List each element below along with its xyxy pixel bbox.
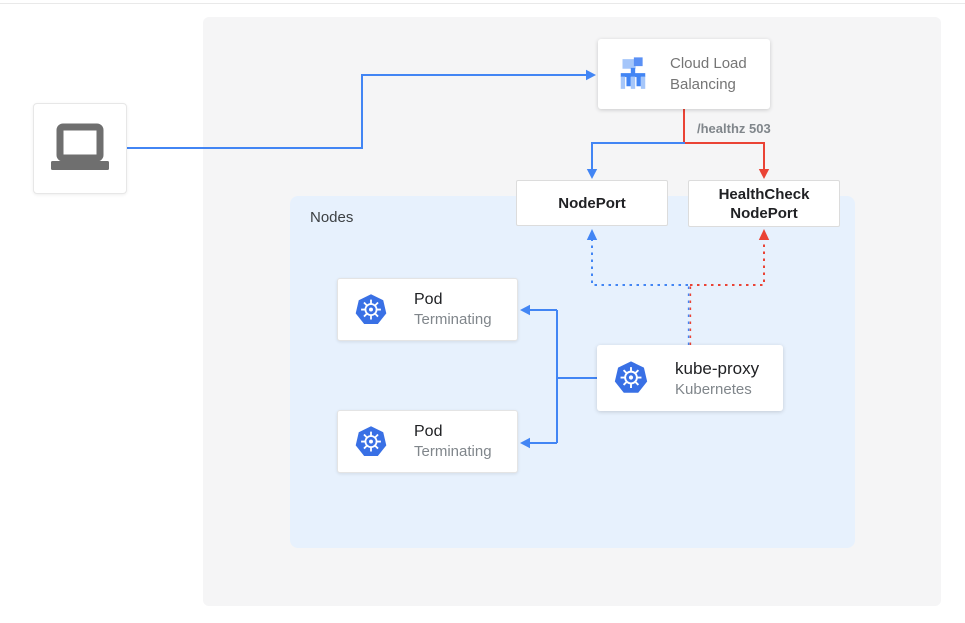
pod-status: Terminating (414, 443, 492, 460)
kubernetes-icon (614, 361, 648, 393)
nodeport-node: NodePort (516, 180, 668, 226)
pod-title: Pod (414, 291, 443, 308)
nodes-label: Nodes (310, 209, 354, 226)
pod-2-node: Pod Terminating (337, 410, 518, 473)
cloud-load-balancing-icon (620, 57, 646, 89)
top-divider (0, 3, 965, 4)
pod-1-node: Pod Terminating (337, 278, 518, 341)
pod-title: Pod (414, 423, 443, 440)
kube-proxy-subtitle: Kubernetes (675, 380, 752, 398)
load-balancer-label: Cloud Load Balancing (670, 55, 747, 93)
kubernetes-icon (355, 425, 387, 456)
laptop-icon (51, 123, 109, 170)
client-node (33, 103, 127, 194)
healthcheck-nodeport-node: HealthCheck NodePort (688, 180, 840, 227)
kube-proxy-node: kube-proxy Kubernetes (597, 345, 783, 411)
cloud-load-balancing-node: Cloud Load Balancing (598, 39, 770, 109)
pod-status: Terminating (414, 311, 492, 328)
kubernetes-icon (355, 293, 387, 324)
healthz-status-label: /healthz 503 (697, 121, 771, 136)
kube-proxy-title: kube-proxy (675, 358, 760, 378)
